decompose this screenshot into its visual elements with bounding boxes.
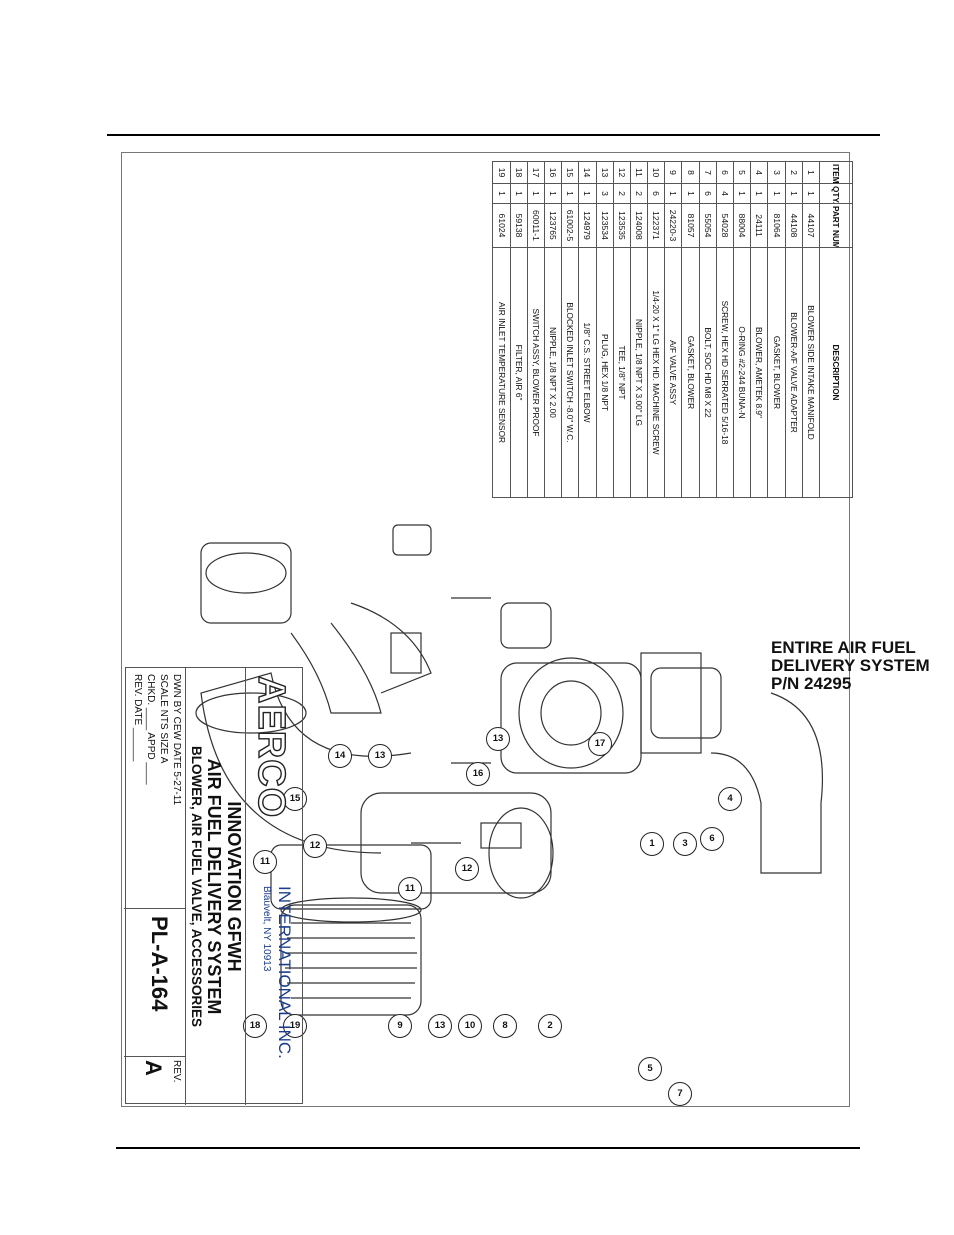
rev-vdivider [124, 1056, 186, 1057]
footer-rule [116, 1147, 860, 1149]
checked-approved: CHKD. ____ APPD ____ [145, 674, 156, 785]
callout-balloon: 7 [668, 1082, 692, 1106]
note-entire-system: ENTIRE AIR FUEL DELIVERY SYSTEM P/N 2429… [771, 638, 930, 693]
callout-balloon: 2 [538, 1014, 562, 1038]
switch-drawing [500, 602, 552, 649]
callout-balloon: 4 [718, 787, 742, 811]
rev-date: REV. DATE ______ [132, 674, 143, 762]
callout-balloon: 17 [588, 732, 612, 756]
callout-balloon: 8 [493, 1014, 517, 1038]
callout-balloon: 3 [673, 832, 697, 856]
title-line3: BLOWER, AIR FUEL VALVE, ACCESSORIES [189, 745, 204, 1028]
title-block: AERCO INTERNATIONAL INC. Blauvelt, NY 10… [124, 667, 303, 1105]
air-filter-drawing [270, 844, 432, 1016]
callout-balloon: 9 [388, 1014, 412, 1038]
scale-size: SCALE NTS SIZE A [158, 674, 169, 764]
drawn-by: DWN BY CEW DATE 5-27-11 [171, 674, 182, 806]
callout-balloon: 12 [303, 834, 327, 858]
af-valve-drawing [360, 792, 554, 899]
callout-balloon: 16 [466, 762, 490, 786]
blocked-switch-drawing [392, 524, 432, 556]
callout-balloon: 13 [428, 1014, 452, 1038]
rev-value: A [141, 1060, 166, 1076]
exploded-assembly-drawing [195, 524, 823, 1016]
callout-balloon: 13 [486, 727, 510, 751]
title-divider [245, 668, 246, 1105]
drawing-number: PL-A-164 [147, 916, 172, 1012]
info-vdivider [124, 908, 186, 909]
callout-balloon: 1 [640, 832, 664, 856]
blower-drawing [500, 657, 722, 774]
info-divider [185, 668, 186, 1105]
header-rule [107, 134, 880, 136]
note-line3: P/N 24295 [771, 674, 852, 693]
rev-label: REV. [171, 1060, 182, 1083]
title-line2: AIR FUEL DELIVERY SYSTEM [204, 758, 224, 1015]
callout-balloon: 11 [398, 877, 422, 901]
callout-balloon: 10 [458, 1014, 482, 1038]
callout-balloon: 13 [368, 744, 392, 768]
note-line1: ENTIRE AIR FUEL [771, 638, 916, 657]
intake-manifold-drawing [640, 652, 823, 874]
company-logo: AERCO [249, 675, 292, 819]
callout-balloon: 12 [455, 857, 479, 881]
company-name: INTERNATIONAL INC. [275, 886, 294, 1059]
inset-assembly-drawing [200, 542, 432, 714]
callout-balloon: 14 [328, 744, 352, 768]
note-line2: DELIVERY SYSTEM [771, 656, 930, 675]
callout-balloon: 6 [700, 827, 724, 851]
title-line1: INNOVATION GFWH [224, 801, 244, 972]
company-address: Blauvelt, NY 10913 [261, 886, 272, 972]
callout-balloon: 5 [638, 1057, 662, 1081]
